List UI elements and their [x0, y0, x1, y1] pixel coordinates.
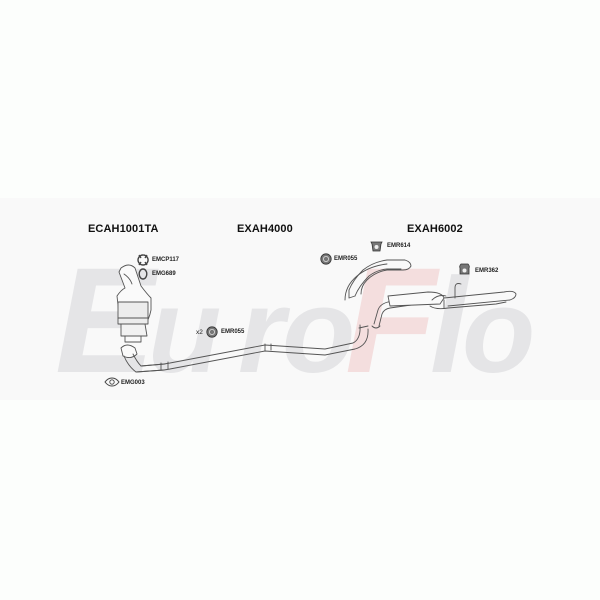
part-label-emr362: EMR362	[475, 268, 499, 274]
rubber-hanger-icon	[459, 263, 470, 275]
intermediate-pipe	[135, 324, 369, 373]
flange-gasket-icon	[104, 377, 120, 387]
quantity-label: x2	[196, 329, 203, 336]
front-downpipe	[120, 344, 166, 373]
gasket-ring-icon	[138, 268, 148, 280]
rubber-mount-icon	[320, 253, 332, 265]
clamp-icon	[137, 254, 149, 266]
rear-silencer-assembly	[344, 259, 517, 329]
section-title-rear: EXAH6002	[407, 223, 463, 235]
part-label-emr614: EMR614	[387, 243, 411, 249]
part-label-emr055-x2: EMR055	[221, 329, 245, 335]
diagram-background	[0, 198, 600, 400]
catalytic-converter	[116, 264, 152, 343]
section-title-front: ECAH1001TA	[88, 223, 159, 235]
part-label-emg689: EMG689	[152, 271, 176, 277]
part-label-emr055: EMR055	[334, 256, 358, 262]
part-label-emcp117: EMCP117	[152, 257, 180, 263]
section-title-middle: EXAH4000	[237, 223, 293, 235]
rubber-mount-icon	[206, 326, 218, 338]
part-label-emg003: EMG003	[121, 380, 145, 386]
rubber-hanger-icon	[370, 241, 383, 252]
